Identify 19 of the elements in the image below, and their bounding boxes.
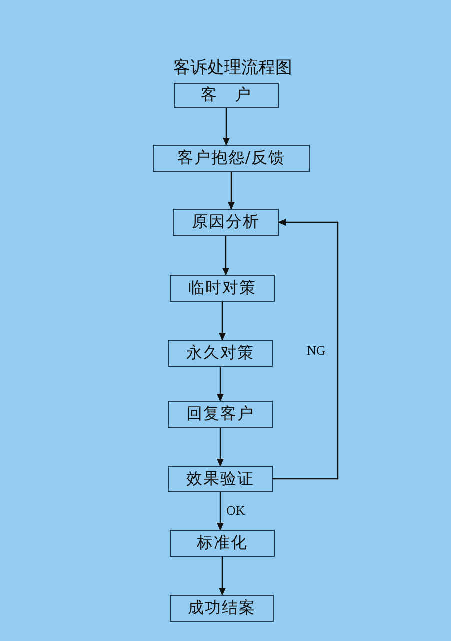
- title: 客诉处理流程图: [172, 57, 294, 79]
- arrow: [228, 172, 235, 210]
- process-box: 永久对策: [168, 340, 273, 367]
- arrow: [273, 219, 339, 480]
- arrow: [219, 302, 226, 341]
- process-box: 效果验证: [168, 466, 273, 492]
- process-box: 原因分析: [173, 209, 279, 236]
- arrow: [219, 557, 226, 596]
- arrow: [217, 492, 224, 531]
- process-box: 临时对策: [170, 275, 275, 302]
- process-box: 标准化: [170, 530, 275, 557]
- process-box: 成功结案: [170, 595, 274, 622]
- process-box: 客 户: [174, 83, 279, 108]
- process-box: 客户抱怨/反馈: [153, 145, 310, 172]
- arrow: [222, 236, 230, 276]
- arrow: [217, 428, 224, 467]
- arrow: [217, 367, 224, 402]
- arrow: [223, 108, 230, 146]
- process-box: 回复客户: [168, 401, 273, 428]
